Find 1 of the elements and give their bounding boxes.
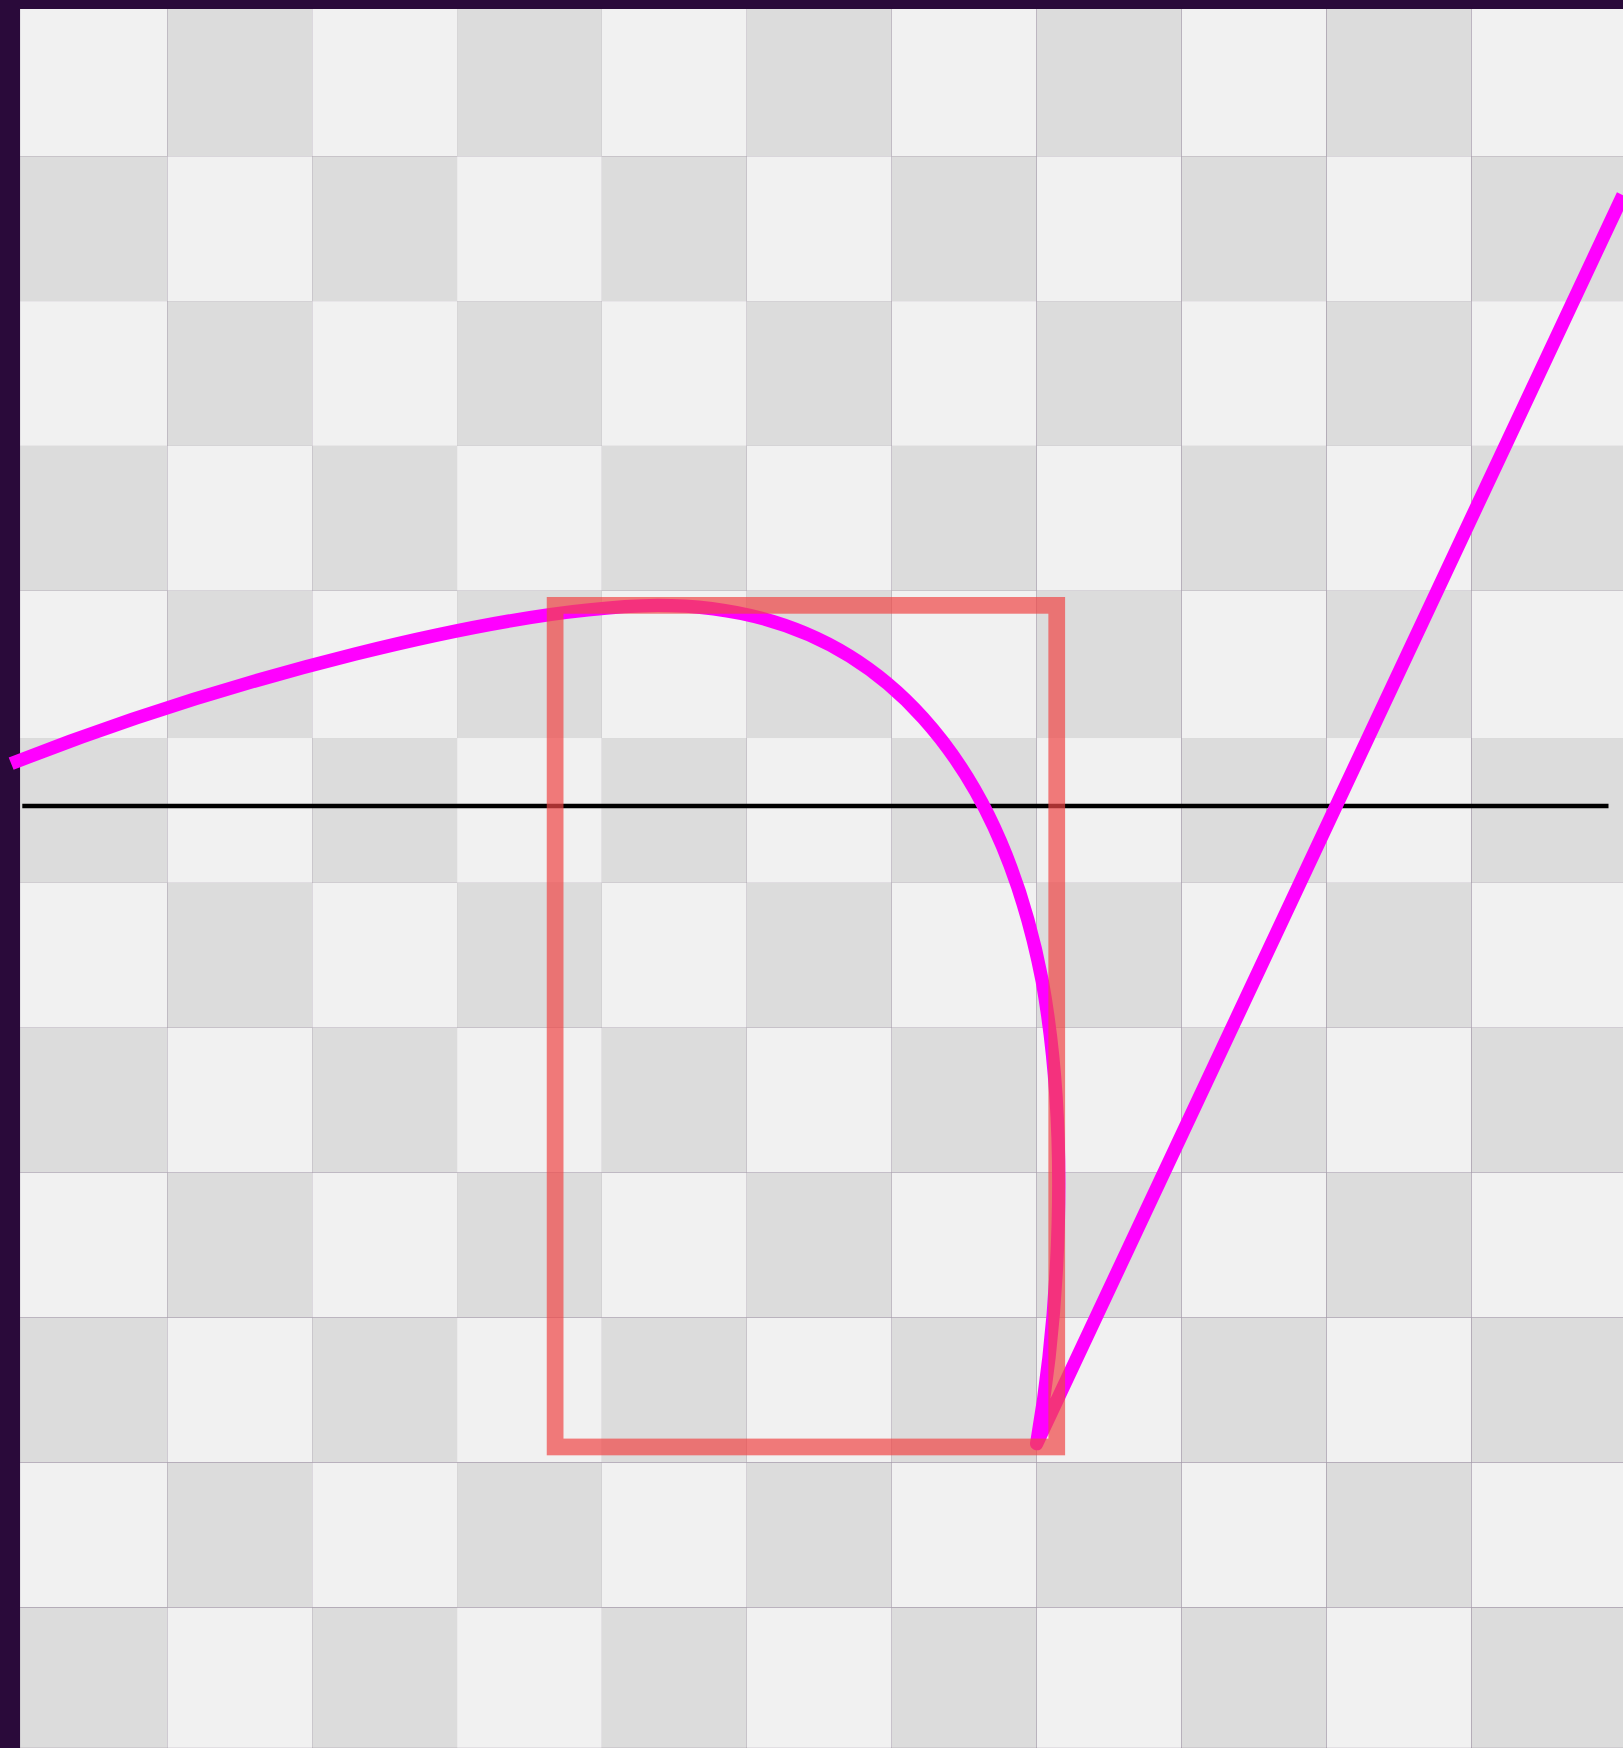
rectangle-outline [546,597,1066,1456]
